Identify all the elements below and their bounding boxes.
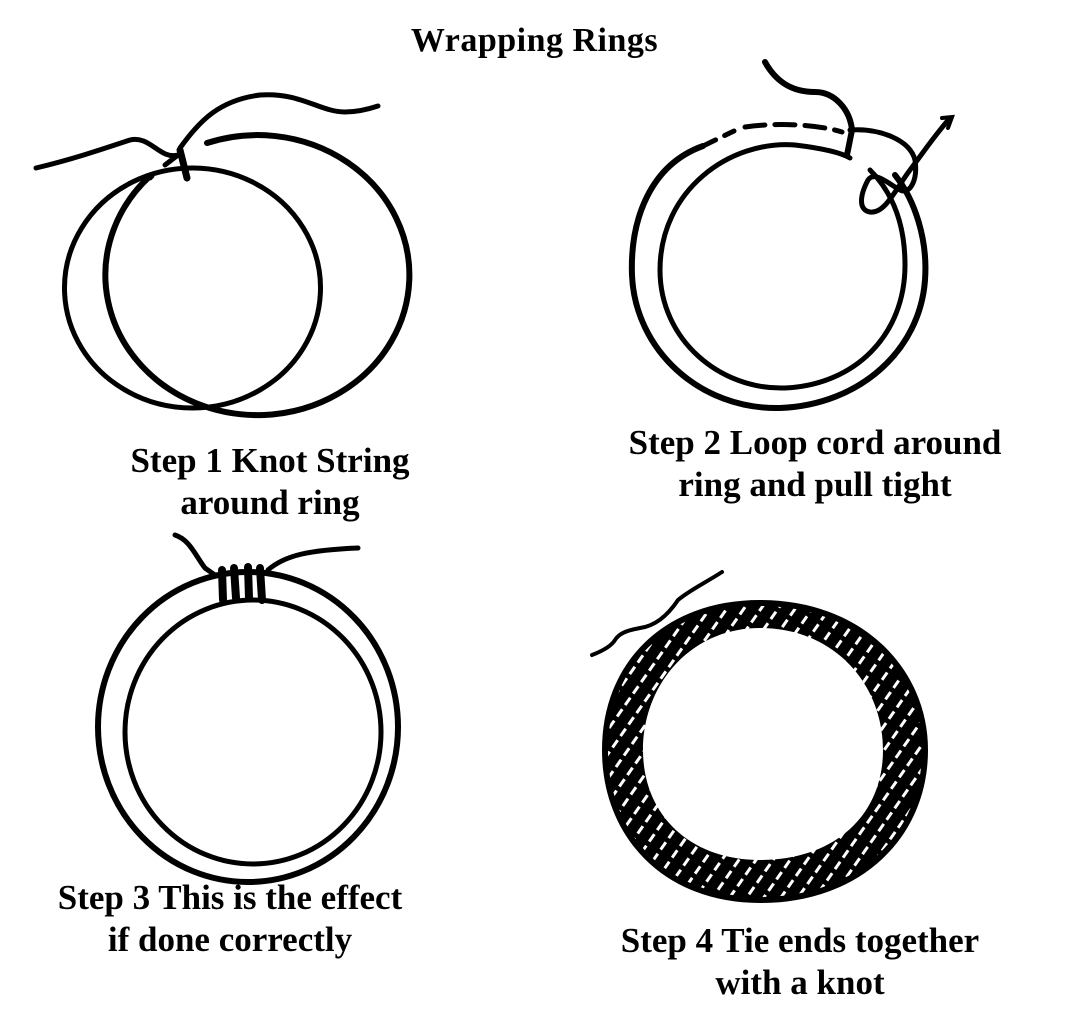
- step-2-caption: Step 2 Loop cord around ring and pull ti…: [565, 422, 1065, 506]
- step-1-caption-line-2: around ring: [180, 483, 360, 522]
- step-2-caption-line-1: Step 2 Loop cord around: [628, 423, 1002, 462]
- cord-tail: [762, 59, 856, 158]
- band-outline: [601, 599, 929, 904]
- ring-with-looped-cord-icon: [628, 59, 955, 412]
- wraps: [218, 563, 266, 604]
- ring-outer-edge: [95, 569, 401, 885]
- step-3-caption: Step 3 This is the effect if done correc…: [0, 877, 460, 961]
- fully-wrapped-ring-icon: [590, 570, 929, 904]
- string-right-end: [265, 545, 361, 573]
- step-4-caption: Step 4 Tie ends together with a knot: [555, 920, 1045, 1004]
- step-4-caption-line-1: Step 4 Tie ends together: [620, 921, 980, 960]
- ring-inner-edge: [657, 142, 908, 391]
- step-3-caption-line-1: Step 3 This is the effect: [57, 878, 403, 917]
- step-1-caption-line-1: Step 1 Knot String: [130, 441, 410, 480]
- ring-inner-edge: [62, 165, 323, 411]
- string-left-end: [33, 136, 180, 171]
- step-2-caption-line-2: ring and pull tight: [678, 465, 952, 504]
- cord-arrow: [940, 114, 955, 130]
- ring-outer-edge: [102, 132, 413, 419]
- ring-with-knotted-string-icon: [33, 92, 413, 419]
- string-end: [590, 570, 724, 657]
- string-right-end: [177, 92, 381, 151]
- cord-loop: [847, 115, 953, 215]
- ring-inner-edge: [122, 597, 384, 867]
- step-1-caption: Step 1 Knot String around ring: [70, 440, 470, 524]
- step-3-caption-line-2: if done correctly: [107, 920, 353, 959]
- knot: [176, 146, 191, 182]
- page-title: Wrapping Rings: [410, 22, 659, 59]
- step-4-caption-line-2: with a knot: [715, 963, 885, 1002]
- string-left-end: [172, 532, 218, 578]
- ring-outer-edge-dashed: [628, 143, 929, 412]
- ring-with-partial-wraps-icon: [95, 532, 401, 885]
